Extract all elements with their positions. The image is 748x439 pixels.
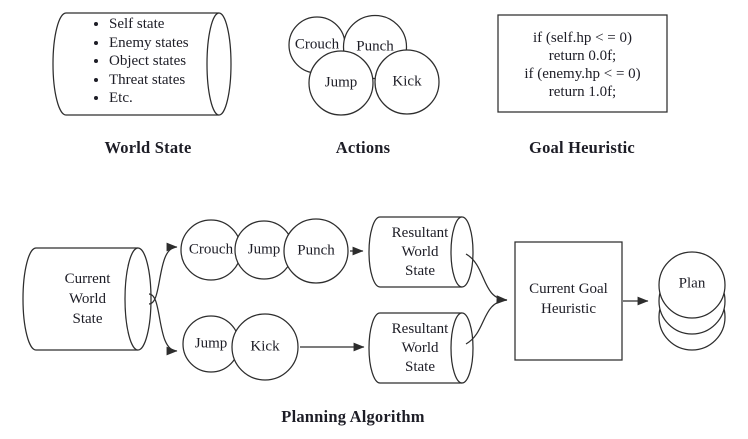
branch-top-circles (180, 218, 349, 284)
branch-label-punch: Punch (297, 242, 335, 259)
branch-label-jump: Jump (247, 241, 281, 258)
resultant-world-state-top-text: Resultant World State (391, 225, 449, 279)
world-state-item: Object states (109, 52, 189, 71)
branch-label-jump2: Jump (194, 335, 228, 352)
branch-bottom-circles (182, 313, 299, 381)
actions-title: Actions (335, 138, 391, 157)
world-state-item: Etc. (109, 89, 189, 108)
action-circle-jump (308, 50, 374, 116)
current-goal-heuristic-text: Current Goal Heuristic (529, 281, 608, 317)
goal-heuristic-title: Goal Heuristic (529, 138, 635, 157)
actions-circle-cluster (288, 14, 440, 116)
resultant-world-state-bottom-cylinder (368, 312, 474, 384)
planning-algorithm-title: Planning Algorithm (281, 407, 425, 426)
current-world-state-cylinder (22, 247, 152, 351)
goal-heuristic-box (497, 14, 668, 113)
world-state-cylinder (52, 12, 232, 116)
world-state-title: World State (104, 138, 192, 157)
branch-circle-kick (231, 313, 299, 381)
branch-circle-punch (283, 218, 349, 284)
converge-arrow-bottom (465, 299, 508, 345)
branch-label-crouch: Crouch (188, 241, 234, 258)
branch-label-kick: Kick (250, 338, 280, 355)
branch-arrow-top (148, 242, 178, 305)
action-label-punch: Punch (356, 38, 394, 55)
code-line: return 0.0f; (548, 48, 617, 64)
code-line: return 1.0f; (548, 84, 617, 100)
world-state-list: Self state Enemy states Object states Th… (90, 15, 189, 108)
action-label-jump: Jump (324, 74, 358, 91)
code-line: if (self.hp < = 0) (533, 30, 632, 46)
world-state-item: Threat states (109, 71, 189, 90)
plan-stack (658, 251, 726, 351)
resultant-world-state-bottom-text: Resultant World State (391, 321, 449, 375)
resultant-world-state-top-cylinder (368, 216, 474, 288)
world-state-item: Self state (109, 15, 189, 34)
plan-label: Plan (678, 275, 706, 292)
world-state-item: Enemy states (109, 34, 189, 53)
code-line: if (enemy.hp < = 0) (524, 66, 641, 82)
plan-circle (658, 251, 726, 319)
branch-arrow-bottom (148, 293, 178, 356)
action-label-crouch: Crouch (294, 36, 340, 53)
goal-heuristic-code: if (self.hp < = 0) return 0.0f; if (enem… (498, 29, 667, 101)
action-label-kick: Kick (392, 73, 422, 90)
current-goal-heuristic-box (514, 241, 623, 361)
current-world-state-text: Current World State (64, 271, 111, 327)
converge-arrow-top (465, 253, 508, 304)
action-circle-kick (374, 49, 440, 115)
